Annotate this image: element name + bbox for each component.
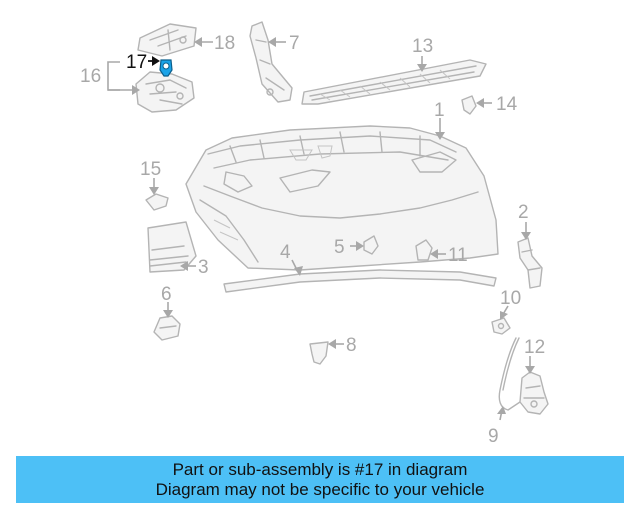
part-9-release-cable (498, 337, 521, 411)
callout-2: 2 (518, 202, 529, 223)
callout-11: 11 (448, 245, 468, 266)
callout-12: 12 (524, 337, 545, 358)
callout-16: 16 (80, 66, 101, 87)
part-5-bumper-stop (363, 235, 379, 255)
callout-7: 7 (289, 33, 300, 54)
part-17-bolt-highlighted (159, 59, 173, 77)
callout-13: 13 (412, 36, 433, 57)
part-3-trim-panel (147, 221, 197, 273)
part-6-latch (153, 315, 181, 341)
callout-14: 14 (496, 94, 518, 115)
part-15-pad (145, 193, 169, 211)
part-10-nut (491, 317, 511, 335)
part-1-trunk-lid (185, 125, 499, 271)
part-8-bracket (309, 341, 329, 365)
callout-6: 6 (161, 284, 172, 305)
part-13-garnish-strip (301, 59, 487, 105)
callout-15: 15 (140, 159, 161, 180)
callout-10: 10 (500, 288, 521, 309)
banner-line-2: Diagram may not be specific to your vehi… (155, 480, 485, 499)
parts-diagram: 18 16 17 7 13 14 (80, 21, 549, 447)
callout-18: 18 (214, 33, 235, 54)
part-14-clip (461, 95, 477, 115)
part-7-hinge-arm (249, 21, 293, 103)
part-16-hinge-assembly (135, 71, 195, 113)
callout-1: 1 (434, 100, 445, 121)
callout-17: 17 (126, 52, 147, 73)
part-12-latch-assembly (519, 371, 549, 415)
callout-5: 5 (334, 237, 345, 258)
callout-3: 3 (198, 257, 209, 278)
part-2-striker (517, 237, 543, 289)
info-banner: Part or sub-assembly is #17 in diagram D… (16, 456, 624, 503)
part-4-weatherstrip (223, 269, 497, 293)
banner-line-1: Part or sub-assembly is #17 in diagram (172, 460, 468, 479)
callout-8: 8 (346, 335, 357, 356)
callout-4: 4 (280, 242, 291, 263)
callout-9: 9 (488, 426, 499, 447)
part-18-hinge-bracket (137, 23, 197, 57)
